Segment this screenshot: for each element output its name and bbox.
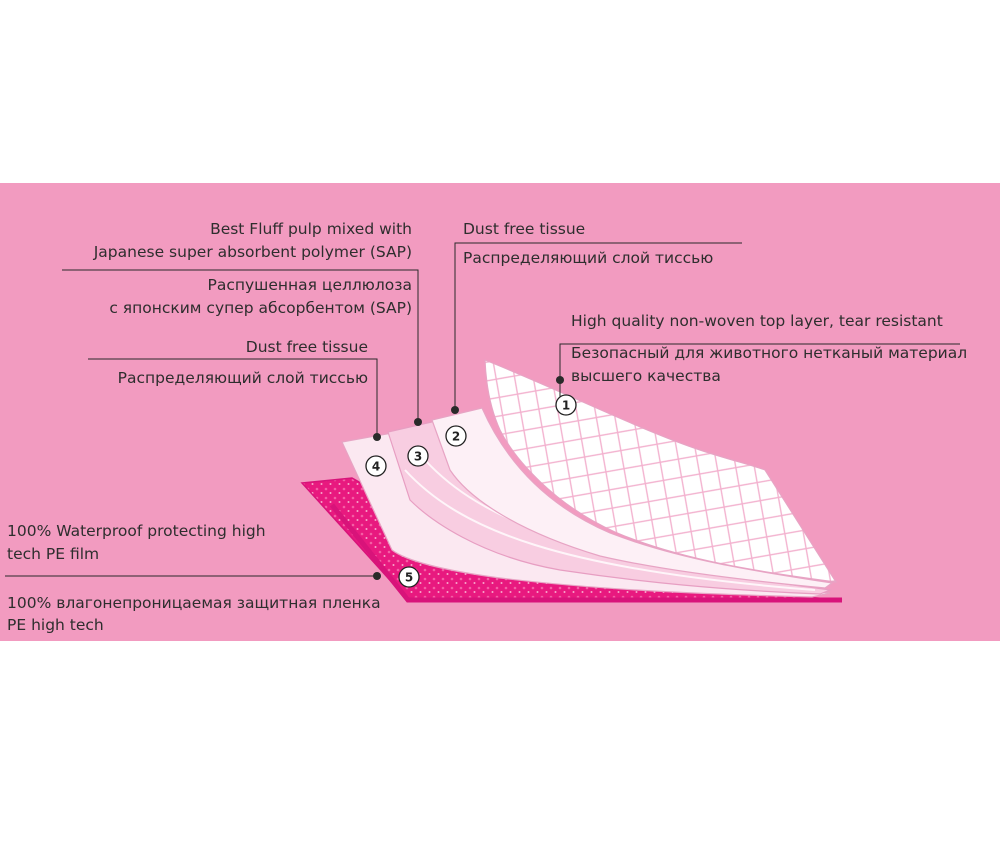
leader-dot-3 [414, 418, 422, 426]
leader-line-4 [88, 358, 378, 437]
layer-1-label-ru-line-2: высшего качества [571, 367, 721, 385]
layer-2-label-en: Dust free tissue [463, 220, 586, 238]
layer-1-label-en: High quality non-woven top layer, tear r… [571, 312, 943, 330]
layer-marker-4: 4 [365, 455, 387, 477]
layer-3-label-ru-line-2: с японским супер абсорбентом (SAP) [109, 299, 412, 317]
layer-3-label-ru-line-1: Распушенная целлюлоза [207, 276, 413, 294]
leader-line-3 [62, 269, 419, 422]
layer-tissue-2 [431, 407, 834, 589]
layer-marker-2: 2 [445, 425, 467, 447]
leader-line-2 [454, 242, 742, 410]
leader-dot-4 [373, 433, 381, 441]
layer-3-label-en-line-1: Best Fluff pulp mixed with [210, 220, 412, 238]
layer-2-label-ru: Распределяющий слой тиссью [463, 249, 714, 267]
layer-marker-5: 5 [398, 566, 420, 588]
layer-marker-3: 3 [407, 445, 429, 467]
svg-text:5: 5 [405, 571, 413, 585]
svg-text:3: 3 [414, 450, 422, 464]
svg-text:1: 1 [562, 399, 570, 413]
layer-5-label-ru-line-1: 100% влагонепроницаемая защитная пленка [7, 594, 381, 612]
layer-4-label-ru: Распределяющий слой тиссью [117, 369, 368, 387]
layer-3-label-en-line-2: Japanese super absorbent polymer (SAP) [93, 243, 412, 261]
leader-dot-5 [373, 572, 381, 580]
leader-dot-2 [451, 406, 459, 414]
layer-4-label-en: Dust free tissue [245, 338, 368, 356]
layer-top-nonwoven [484, 359, 838, 583]
pe-film-edge [330, 503, 842, 603]
layer-marker-1: 1 [555, 394, 577, 416]
layer-5-label-ru-line-2: PE high tech [7, 616, 104, 634]
layer-1-label-ru-line-1: Безопасный для животного нетканый матери… [571, 344, 968, 362]
layer-5-label-en-line-1: 100% Waterproof protecting high [7, 522, 266, 540]
svg-text:2: 2 [452, 430, 460, 444]
svg-text:4: 4 [372, 460, 380, 474]
layer-5-label-en-line-2: tech PE film [7, 545, 100, 563]
leader-dot-1 [556, 376, 564, 384]
